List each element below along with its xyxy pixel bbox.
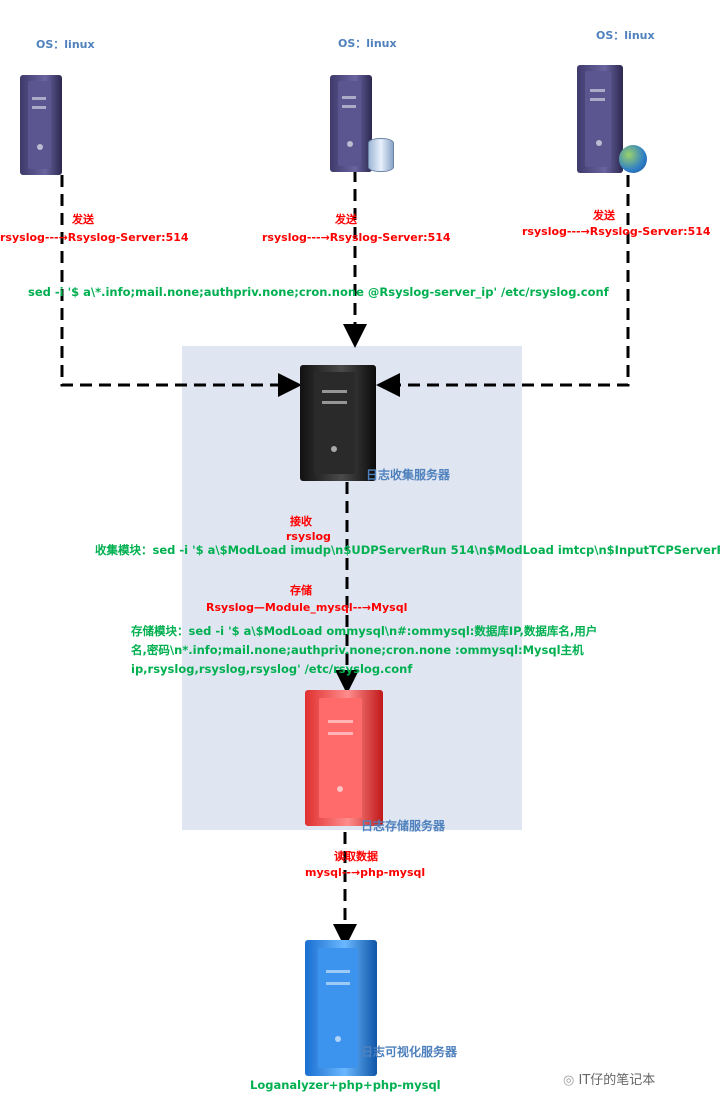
collector-server-icon <box>300 365 376 481</box>
read-flow-label: mysql--→php-mysql <box>305 866 426 879</box>
client3-send-label: 发送 <box>593 209 615 222</box>
client1-flow-label: rsyslog---→Rsyslog-Server:514 <box>0 231 189 244</box>
visualization-stack-label: Loganalyzer+php+php-mysql <box>250 1078 441 1092</box>
client3-flow-label: rsyslog---→Rsyslog-Server:514 <box>522 225 711 238</box>
read-data-label: 读取数据 <box>334 850 378 863</box>
visualization-server-label: 日志可视化服务器 <box>361 1045 458 1059</box>
client2-flow-label: rsyslog---→Rsyslog-Server:514 <box>262 231 451 244</box>
receive-label: 接收 <box>290 515 312 528</box>
client3-os-label: OS：linux <box>596 29 655 42</box>
collector-config-command: 收集模块：sed -i '$ a\$ModLoad imudp\n$UDPSer… <box>95 543 720 557</box>
store-label: 存储 <box>290 584 312 597</box>
connector-client1 <box>60 175 302 397</box>
client1-server-icon <box>20 75 62 175</box>
store-flow-label: Rsyslog—Module_mysql--→Mysql <box>206 601 408 614</box>
client3-server-icon <box>577 65 623 173</box>
storage-server-label: 日志存储服务器 <box>361 819 446 833</box>
watermark: ◎ IT仔的笔记本 <box>563 1073 656 1088</box>
wechat-icon: ◎ <box>563 1073 579 1088</box>
database-icon <box>368 138 394 172</box>
storage-server-icon <box>305 690 383 826</box>
receive-sub-label: rsyslog <box>286 530 331 543</box>
client2-os-label: OS：linux <box>338 37 397 50</box>
client1-os-label: OS：linux <box>36 38 95 51</box>
storage-config-command: 存储模块：sed -i '$ a\$ModLoad ommysql\n#:omm… <box>131 624 598 676</box>
client2-send-label: 发送 <box>335 213 357 226</box>
client1-send-label: 发送 <box>72 213 94 226</box>
client2-server-icon <box>330 75 372 172</box>
globe-icon <box>619 145 647 173</box>
visualization-server-icon <box>305 940 377 1076</box>
client-config-command: sed -i '$ a\*.info;mail.none;authpriv.no… <box>28 285 609 299</box>
collector-server-label: 日志收集服务器 <box>366 468 451 482</box>
connector-client3 <box>376 175 630 397</box>
